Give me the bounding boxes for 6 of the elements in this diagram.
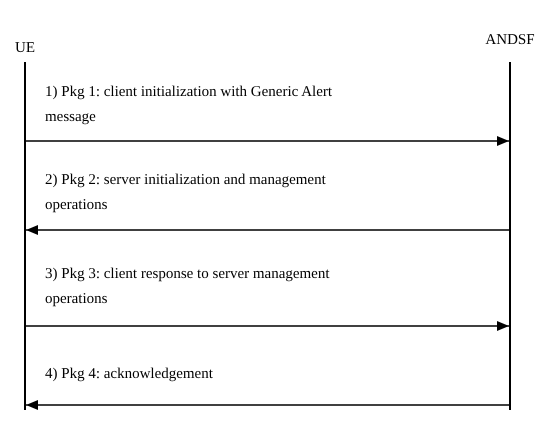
message-arrow xyxy=(26,321,509,331)
message-arrow xyxy=(26,225,509,235)
message-arrow xyxy=(26,400,509,410)
message-arrow xyxy=(26,136,509,146)
lifeline-label: ANDSF xyxy=(485,32,535,49)
lifeline-label: UE xyxy=(15,40,35,57)
